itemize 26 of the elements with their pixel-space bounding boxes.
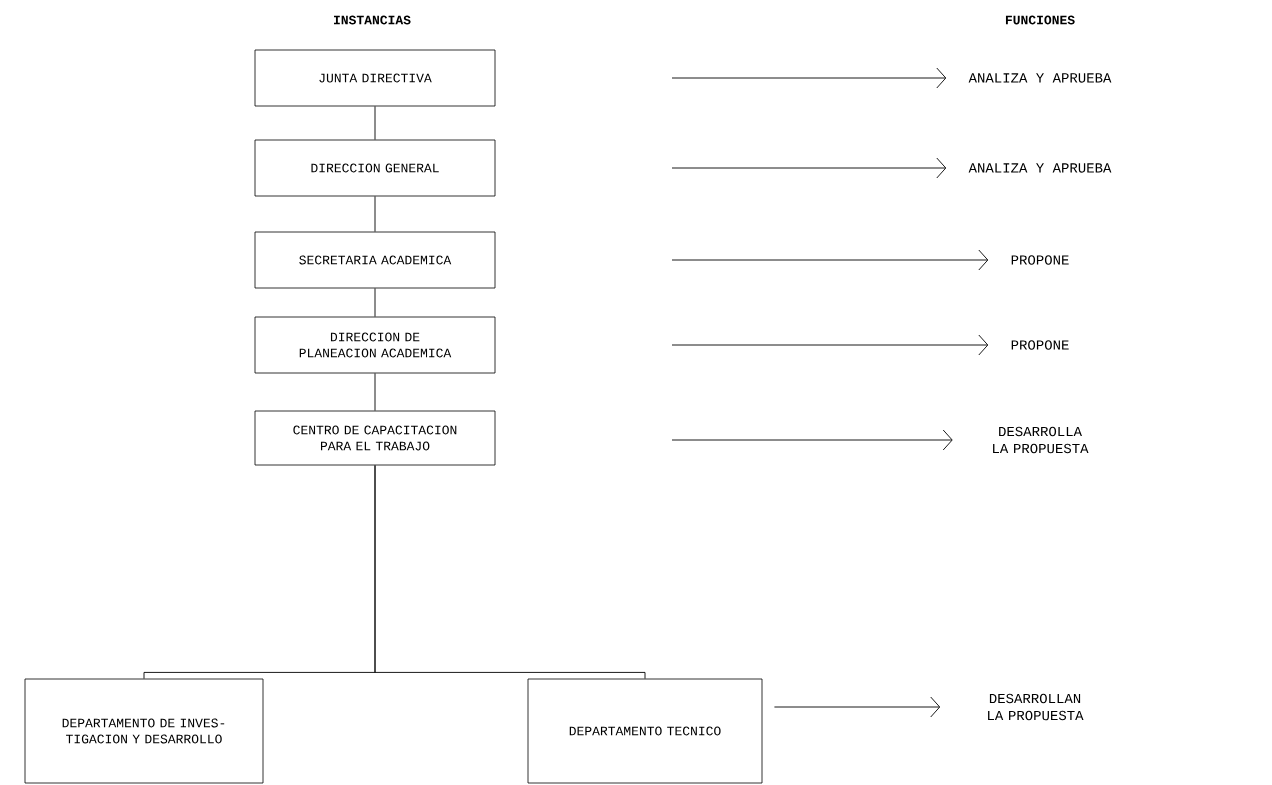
function-text: DESARROLLA LA PROPUESTA	[993, 426, 1089, 454]
function-text: ANALIZA Y APRUEBA	[968, 163, 1112, 173]
arrow	[773, 696, 941, 718]
function-text: PROPONE	[1011, 255, 1069, 265]
org-box: DEPARTAMENTO DE INVES- TIGACION Y DESARROLLO	[24, 678, 264, 784]
connector-line	[374, 372, 376, 412]
org-box: DEPARTAMENTO TECNICO	[527, 678, 763, 784]
connector-line	[374, 287, 376, 318]
connector-line	[374, 105, 376, 141]
org-box: CENTRO DE CAPACITACION PARA EL TRABAJO	[254, 410, 496, 466]
column-heading: INSTANCIAS	[334, 15, 411, 25]
function-text: DESARROLLAN LA PROPUESTA	[988, 693, 1084, 721]
connector-line	[374, 464, 646, 680]
arrow	[671, 334, 989, 356]
org-box: DIRECCION GENERAL	[254, 139, 496, 197]
connector-line	[374, 195, 376, 233]
column-heading: FUNCIONES	[1005, 15, 1075, 25]
arrow	[671, 67, 947, 89]
arrow	[671, 429, 953, 451]
org-box: SECRETARIA ACADEMICA	[254, 231, 496, 289]
function-text: PROPONE	[1011, 340, 1069, 350]
org-box: JUNTA DIRECTIVA	[254, 49, 496, 107]
function-text: ANALIZA Y APRUEBA	[968, 73, 1112, 83]
arrow	[671, 249, 989, 271]
arrow	[671, 157, 947, 179]
org-box: DIRECCION DE PLANEACION ACADEMICA	[254, 316, 496, 374]
